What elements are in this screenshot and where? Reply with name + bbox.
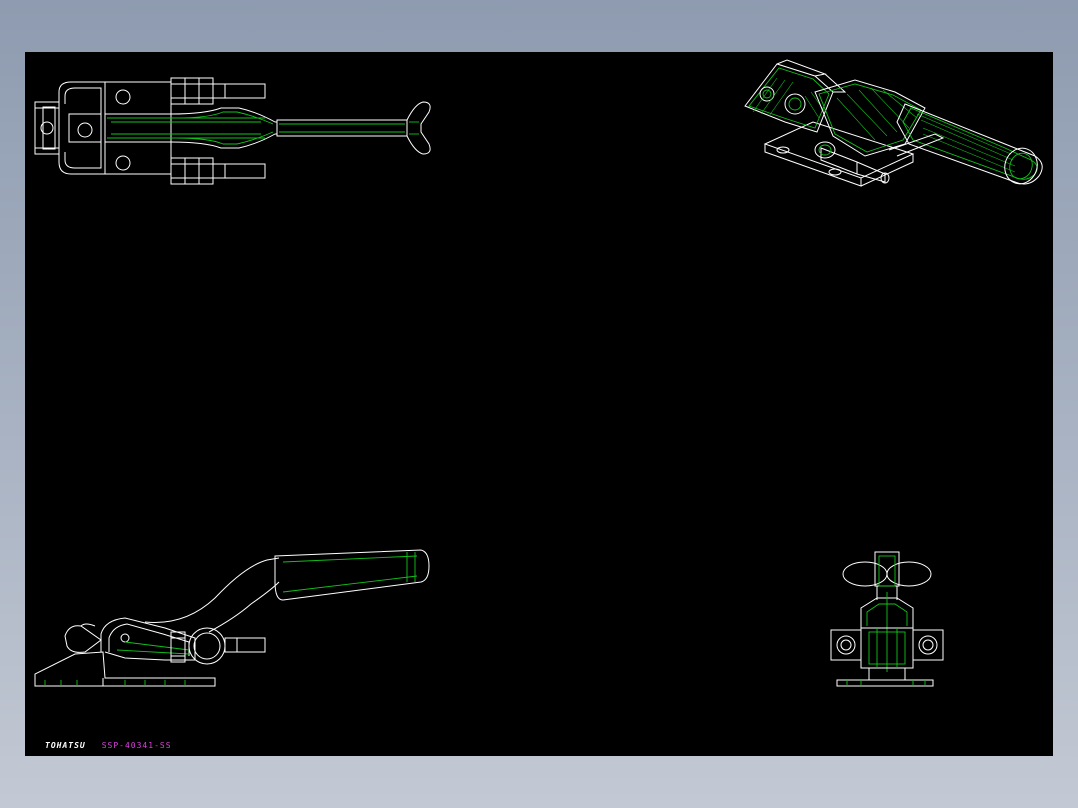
title-block: TOHATSU SSP-40341-SS — [45, 738, 172, 752]
brand-label: TOHATSU — [45, 740, 86, 750]
isometric-view — [744, 59, 1043, 187]
drawing-canvas — [34, 59, 1043, 687]
front-view — [34, 549, 430, 687]
cad-viewport[interactable]: TOHATSU SSP-40341-SS — [25, 52, 1053, 756]
part-number-label: SSP-40341-SS — [101, 740, 172, 750]
top-view — [34, 77, 431, 185]
end-view — [830, 551, 944, 687]
